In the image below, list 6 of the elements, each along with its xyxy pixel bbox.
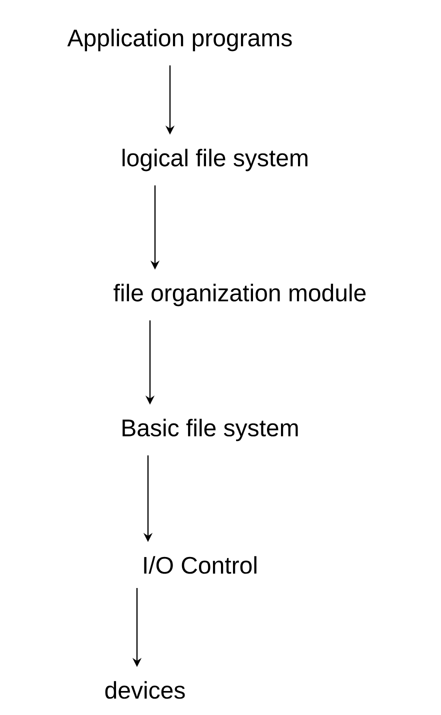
text-label: I/O Control — [144, 556, 256, 574]
text-label: Basic file system — [122, 418, 298, 442]
text-label: file organization module — [114, 284, 366, 306]
text-label: devices — [105, 681, 185, 699]
text-label: logical file system — [122, 148, 308, 172]
text-label: Application programs — [67, 28, 292, 52]
